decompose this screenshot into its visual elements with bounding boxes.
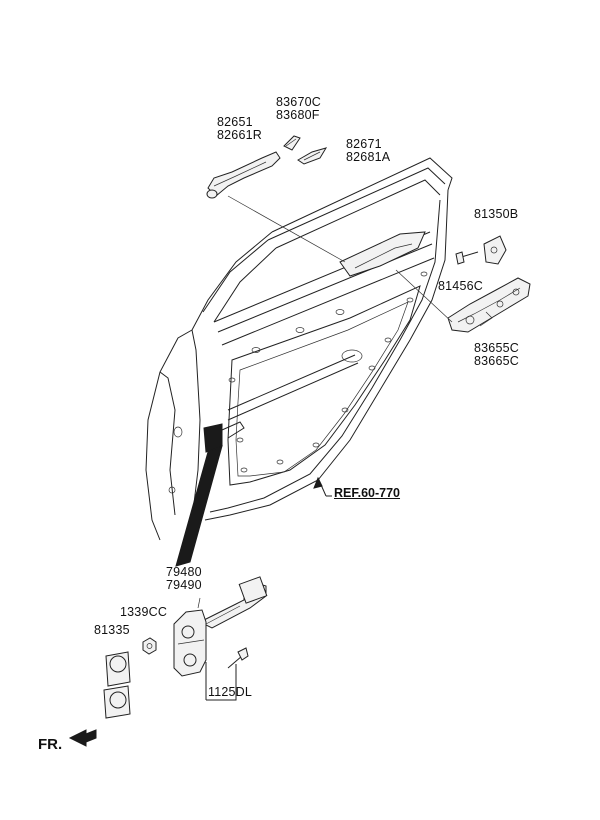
door-latch	[447, 277, 531, 333]
door-checker	[173, 576, 268, 700]
part-number-82661R: 82661R	[217, 128, 262, 142]
front-arrow	[68, 729, 97, 747]
label-83670C: 83670C 83680F	[276, 96, 321, 122]
label-79480: 79480 79490	[166, 566, 202, 592]
label-81335: 81335	[94, 624, 130, 637]
part-number-83665C: 83665C	[474, 354, 519, 368]
leader-handle	[227, 195, 346, 263]
part-number-1339CC: 1339CC	[120, 605, 168, 619]
key-cover	[297, 147, 328, 165]
part-number-83655C: 83655C	[474, 341, 519, 355]
front-direction-label: FR.	[38, 736, 63, 753]
leader-checker	[197, 597, 201, 609]
striker	[455, 235, 507, 265]
ref-pointer	[313, 476, 332, 497]
part-number-81350B: 81350B	[474, 207, 519, 221]
part-number-81456C: 81456C	[438, 279, 483, 293]
part-number-83670C: 83670C	[276, 95, 321, 109]
part-number-82681A: 82681A	[346, 150, 391, 164]
outside-handle	[206, 151, 281, 199]
label-83655C: 83655C 83665C	[474, 342, 519, 368]
label-1125DL: 1125DL	[208, 686, 252, 699]
hinge-plates	[103, 651, 131, 719]
label-82651: 82651 82661R	[217, 116, 262, 142]
label-82671: 82671 82681A	[346, 138, 390, 164]
part-number-79480: 79480	[166, 565, 202, 579]
part-number-83680F: 83680F	[276, 108, 320, 122]
handle-cap	[283, 135, 301, 151]
nut	[142, 637, 157, 655]
leader-latch	[395, 269, 453, 323]
part-number-1125DL: 1125DL	[208, 685, 253, 699]
label-81456C: 81456C	[438, 280, 483, 293]
part-number-81335: 81335	[94, 623, 130, 637]
label-81350B: 81350B	[474, 208, 518, 221]
label-1339CC: 1339CC	[120, 606, 167, 619]
part-number-79490: 79490	[166, 578, 202, 592]
ref-reference-label[interactable]: REF.60-770	[334, 486, 401, 500]
part-number-82651: 82651	[217, 115, 253, 129]
door-panel	[145, 157, 453, 567]
bolt	[206, 647, 249, 701]
part-number-82671: 82671	[346, 137, 382, 151]
